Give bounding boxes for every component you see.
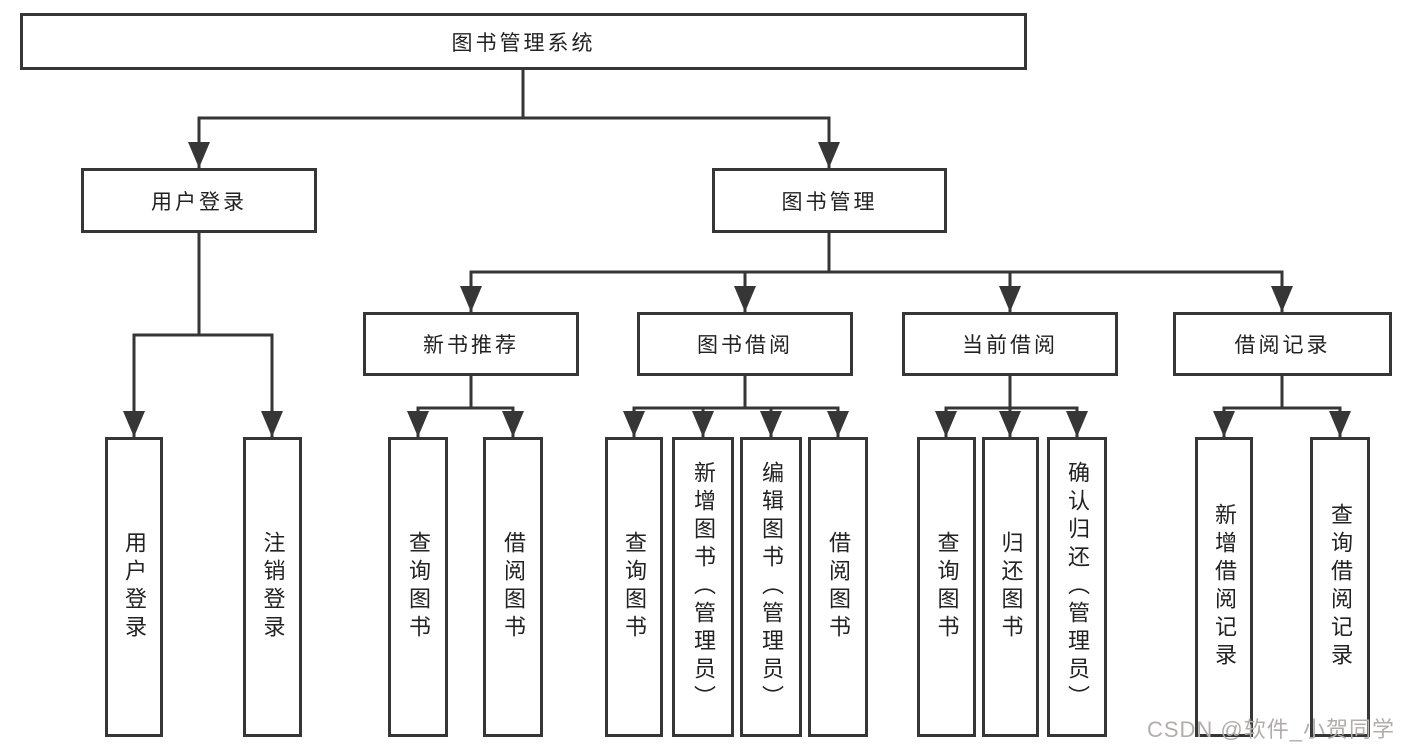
- node-book-management: 图书管理: [712, 168, 947, 233]
- node-current-borrowing: 当前借阅: [902, 312, 1118, 376]
- node-borrow-edit-book-admin: 编辑图书（管理员）: [740, 437, 802, 737]
- node-current-query-book: 查询图书: [917, 437, 976, 737]
- node-borrow-add-book-admin: 新增图书（管理员）: [672, 437, 734, 737]
- watermark: CSDN @软件_小贺同学: [1146, 717, 1395, 742]
- node-root: 图书管理系统: [20, 13, 1027, 70]
- node-borrowing-records: 借阅记录: [1173, 312, 1392, 376]
- node-new-book-recommendation: 新书推荐: [363, 312, 579, 376]
- node-records-query-record: 查询借阅记录: [1310, 437, 1370, 737]
- node-current-return-book: 归还图书: [982, 437, 1039, 737]
- node-user-login: 用户登录: [81, 168, 317, 233]
- node-recommend-query-book: 查询图书: [388, 437, 448, 737]
- node-book-borrowing: 图书借阅: [637, 312, 853, 376]
- node-recommend-borrow-book: 借阅图书: [483, 437, 543, 737]
- node-borrow-query-book: 查询图书: [605, 437, 663, 737]
- connector-segments: [132, 68, 1342, 410]
- node-user-login-leaf: 用户登录: [105, 437, 163, 737]
- node-records-add-record: 新增借阅记录: [1195, 437, 1253, 737]
- node-current-confirm-return-admin: 确认归还（管理员）: [1047, 437, 1107, 737]
- node-borrow-borrow-book: 借阅图书: [808, 437, 868, 737]
- arrow-drops: [123, 118, 1351, 437]
- node-logout-leaf: 注销登录: [243, 437, 302, 737]
